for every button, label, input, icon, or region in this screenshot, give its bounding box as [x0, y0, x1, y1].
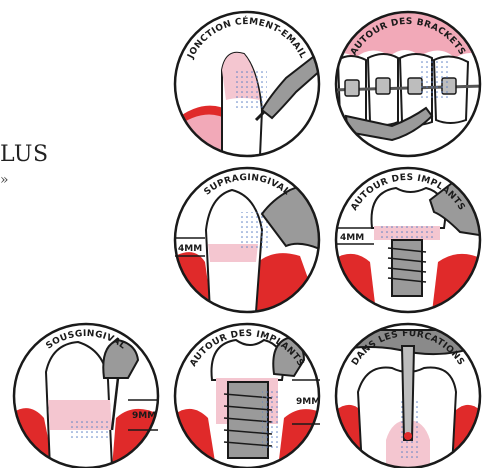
panel-6-depth: 9MM	[296, 397, 320, 407]
panel-furcations: DANS LES FURCATIONS	[336, 324, 480, 468]
panel-cement-enamel-junction: JONCTION CÉMENT-EMAIL	[175, 12, 330, 156]
panel-5-depth: 9MM	[132, 411, 156, 421]
panel-3-depth: 4MM	[178, 244, 202, 254]
panel-4-depth: 4MM	[340, 233, 364, 243]
panel-supragingival: 4MM SUPRAGINGIVAL	[175, 168, 322, 312]
panel-around-implants-4mm: 4MM AUTOUR DES IMPLANTS	[336, 168, 485, 312]
panel-around-implants-9mm: 9MM AUTOUR DES IMPLANTS	[175, 324, 320, 468]
panel-subgingival: 9MM SOUSGINGIVAL	[14, 324, 158, 468]
panel-around-brackets: AUTOUR DES BRACKETS	[330, 12, 485, 156]
